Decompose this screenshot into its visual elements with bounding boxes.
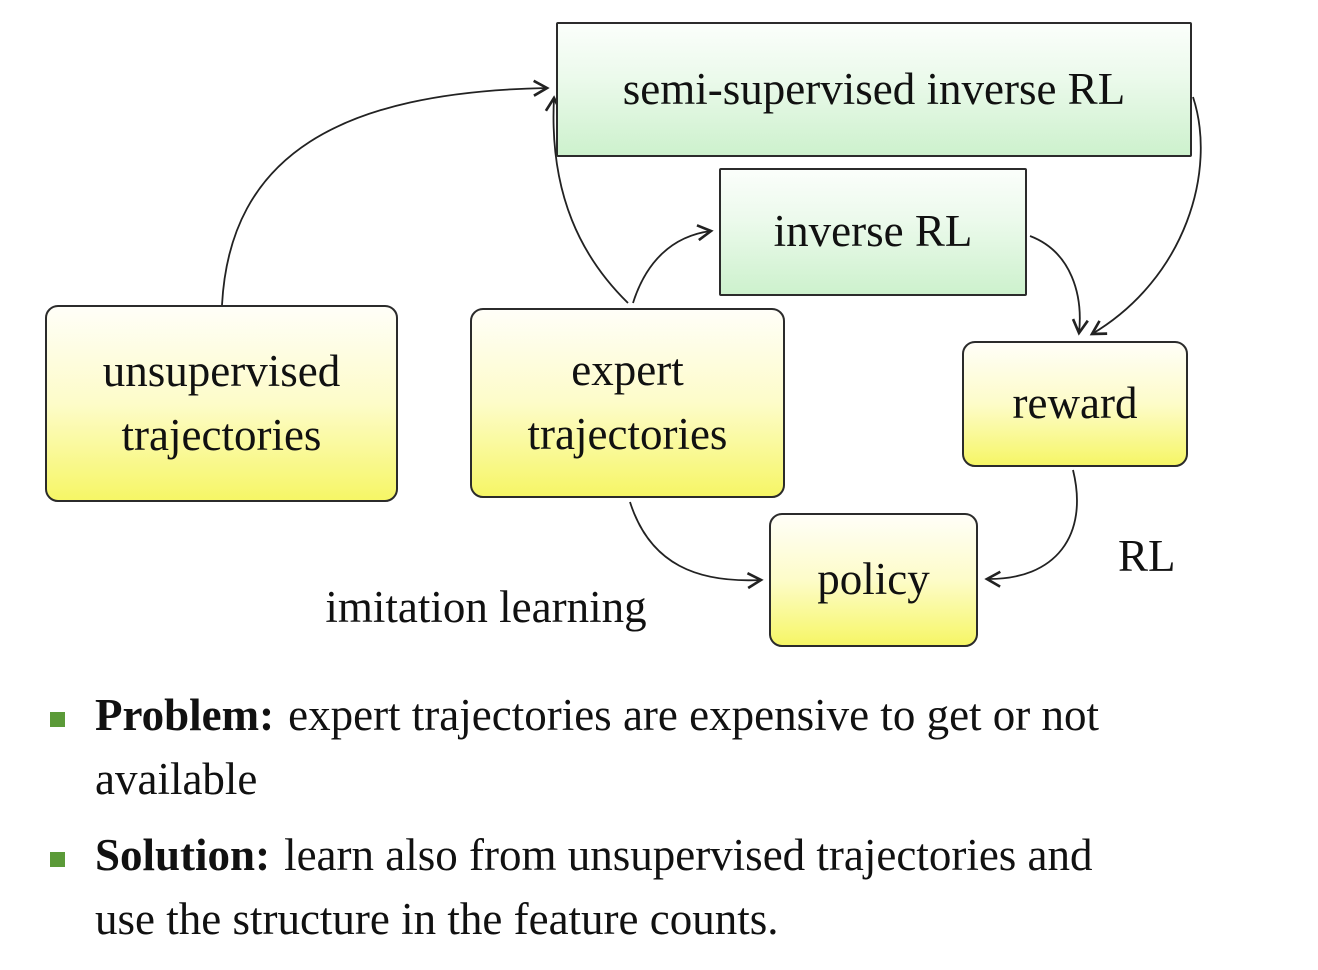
node-unsupervised-trajectories: unsupervised trajectories [45,305,398,502]
bullet-problem-line1: Problem: expert trajectories are expensiv… [95,688,1099,742]
bullet-solution-text: learn also from unsupervised trajectorie… [284,830,1093,880]
node-label-line1: unsupervised [102,345,341,396]
arrow-expert-to-inverse-rl [632,224,714,304]
node-semi-supervised-inverse-rl: semi-supervised inverse RL [556,22,1192,157]
node-reward: reward [962,341,1188,467]
node-label: inverse RL [773,206,973,257]
edge-label-rl: RL [1118,531,1176,581]
arrow-expert-to-policy [629,501,764,590]
bullet-solution-lead: Solution: [95,830,271,880]
node-label-line2: trajectories [121,409,322,460]
node-label: semi-supervised inverse RL [622,63,1126,114]
node-inverse-rl: inverse RL [719,168,1027,296]
bullet-square-icon [50,852,65,867]
node-label: reward [1012,378,1138,429]
bullet-solution-line2: use the structure in the feature counts. [95,892,779,946]
bullet-problem-lead: Problem: [95,690,275,740]
bullet-square-icon [50,712,65,727]
node-label: policy [817,554,930,605]
bullet-problem-text-cont: available [95,754,258,804]
edge-label-imitation-learning: imitation learning [325,582,647,632]
bullet-solution-line1: Solution: learn also from unsupervised tr… [95,828,1093,882]
bullet-problem-line2: available [95,752,257,806]
node-expert-trajectories: expert trajectories [470,308,785,498]
arrow-reward-to-policy [984,469,1078,588]
arrow-unsupervised-to-ssirl [221,79,550,306]
arrow-inverse-rl-to-reward [1029,235,1089,336]
node-label-line1: expert [571,345,684,396]
node-policy: policy [769,513,978,647]
bullet-solution-text-cont: use the structure in the feature counts. [95,894,779,944]
bullet-problem-text: expert trajectories are expensive to get… [288,690,1100,740]
node-label-line2: trajectories [527,409,728,459]
